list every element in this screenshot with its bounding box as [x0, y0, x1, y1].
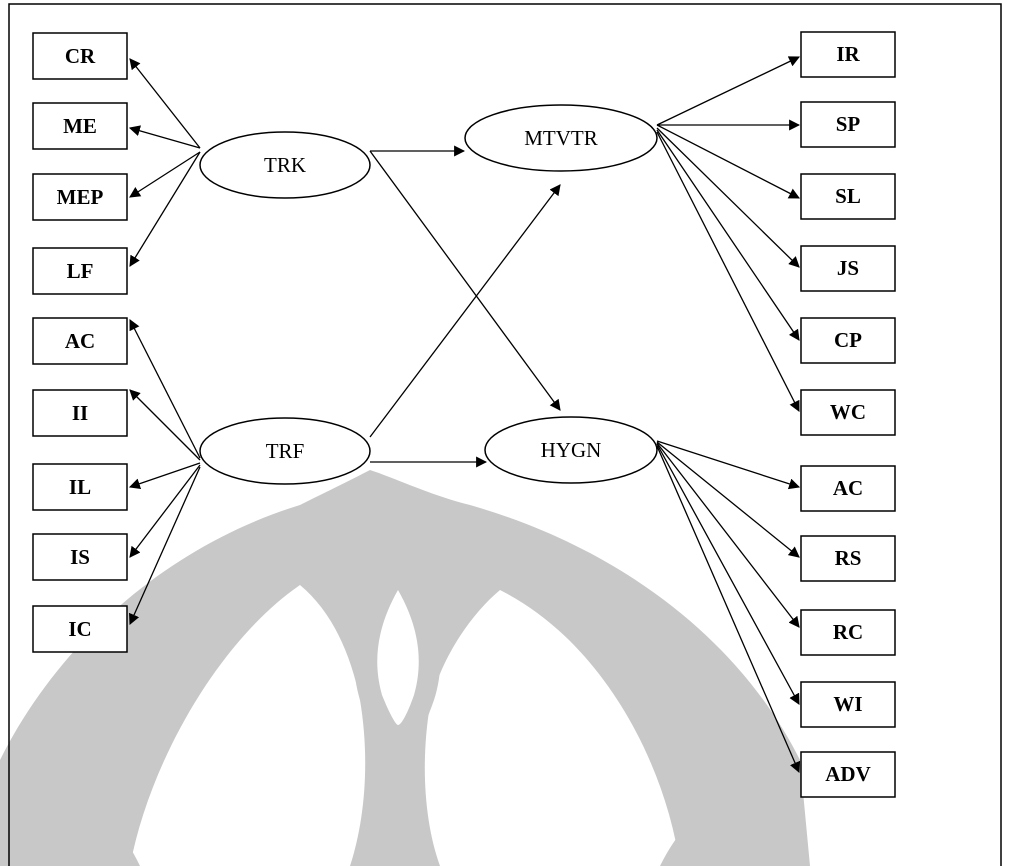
- construct-label: MTVTR: [524, 126, 598, 150]
- indicator-label: II: [72, 401, 88, 425]
- indicator-box-rs: RS: [800, 535, 896, 582]
- indicator-label: AC: [833, 476, 863, 500]
- construct-label: TRF: [266, 439, 305, 463]
- indicator-box-sp: SP: [800, 101, 896, 148]
- construct-trf: TRF: [199, 417, 371, 485]
- indicator-box-il: IL: [32, 463, 128, 511]
- construct-mtvtr: MTVTR: [464, 104, 658, 172]
- indicator-label: WI: [833, 692, 862, 716]
- indicator-box-cr: CR: [32, 32, 128, 80]
- indicator-label: RS: [835, 546, 862, 570]
- indicator-box-ac-left: AC: [32, 317, 128, 365]
- indicator-box-ii: II: [32, 389, 128, 437]
- indicator-label: CR: [65, 44, 96, 68]
- indicator-label: IR: [836, 42, 860, 66]
- construct-label: TRK: [264, 153, 306, 177]
- indicator-label: MEP: [57, 185, 104, 209]
- indicator-box-ic: IC: [32, 605, 128, 653]
- indicator-label: IS: [70, 545, 90, 569]
- indicator-label: IL: [69, 475, 91, 499]
- indicator-box-is: IS: [32, 533, 128, 581]
- arrows-structural: [369, 145, 561, 468]
- indicator-label: LF: [67, 259, 94, 283]
- indicator-box-ac-right: AC: [800, 465, 896, 512]
- construct-label: HYGN: [541, 438, 602, 462]
- construct-trk: TRK: [199, 131, 371, 199]
- indicator-label: CP: [834, 328, 862, 352]
- figure-frame: [8, 3, 1002, 866]
- indicator-label: AC: [65, 329, 95, 353]
- indicator-box-sl: SL: [800, 173, 896, 220]
- indicator-box-js: JS: [800, 245, 896, 292]
- indicator-box-me: ME: [32, 102, 128, 150]
- arrows-trf: [128, 319, 201, 626]
- indicator-box-rc: RC: [800, 609, 896, 656]
- indicator-label: JS: [837, 256, 859, 280]
- arrows-mtvtr: [656, 56, 801, 412]
- indicator-box-cp: CP: [800, 317, 896, 364]
- indicator-box-adv: ADV: [800, 751, 896, 798]
- indicator-box-mep: MEP: [32, 173, 128, 221]
- indicator-box-wi: WI: [800, 681, 896, 728]
- indicator-box-ir: IR: [800, 31, 896, 78]
- indicator-label: SL: [835, 184, 861, 208]
- arrows-hygn: [656, 440, 801, 774]
- indicator-box-lf: LF: [32, 247, 128, 295]
- indicator-label: RC: [833, 620, 863, 644]
- arrows-trk: [128, 58, 201, 267]
- indicator-label: IC: [68, 617, 91, 641]
- indicator-box-wc: WC: [800, 389, 896, 436]
- indicator-label: ME: [63, 114, 97, 138]
- construct-hygn: HYGN: [484, 416, 658, 484]
- indicator-label: ADV: [825, 762, 871, 786]
- indicator-label: WC: [830, 400, 866, 424]
- indicator-label: SP: [836, 112, 861, 136]
- watermark-emblem: [0, 470, 810, 866]
